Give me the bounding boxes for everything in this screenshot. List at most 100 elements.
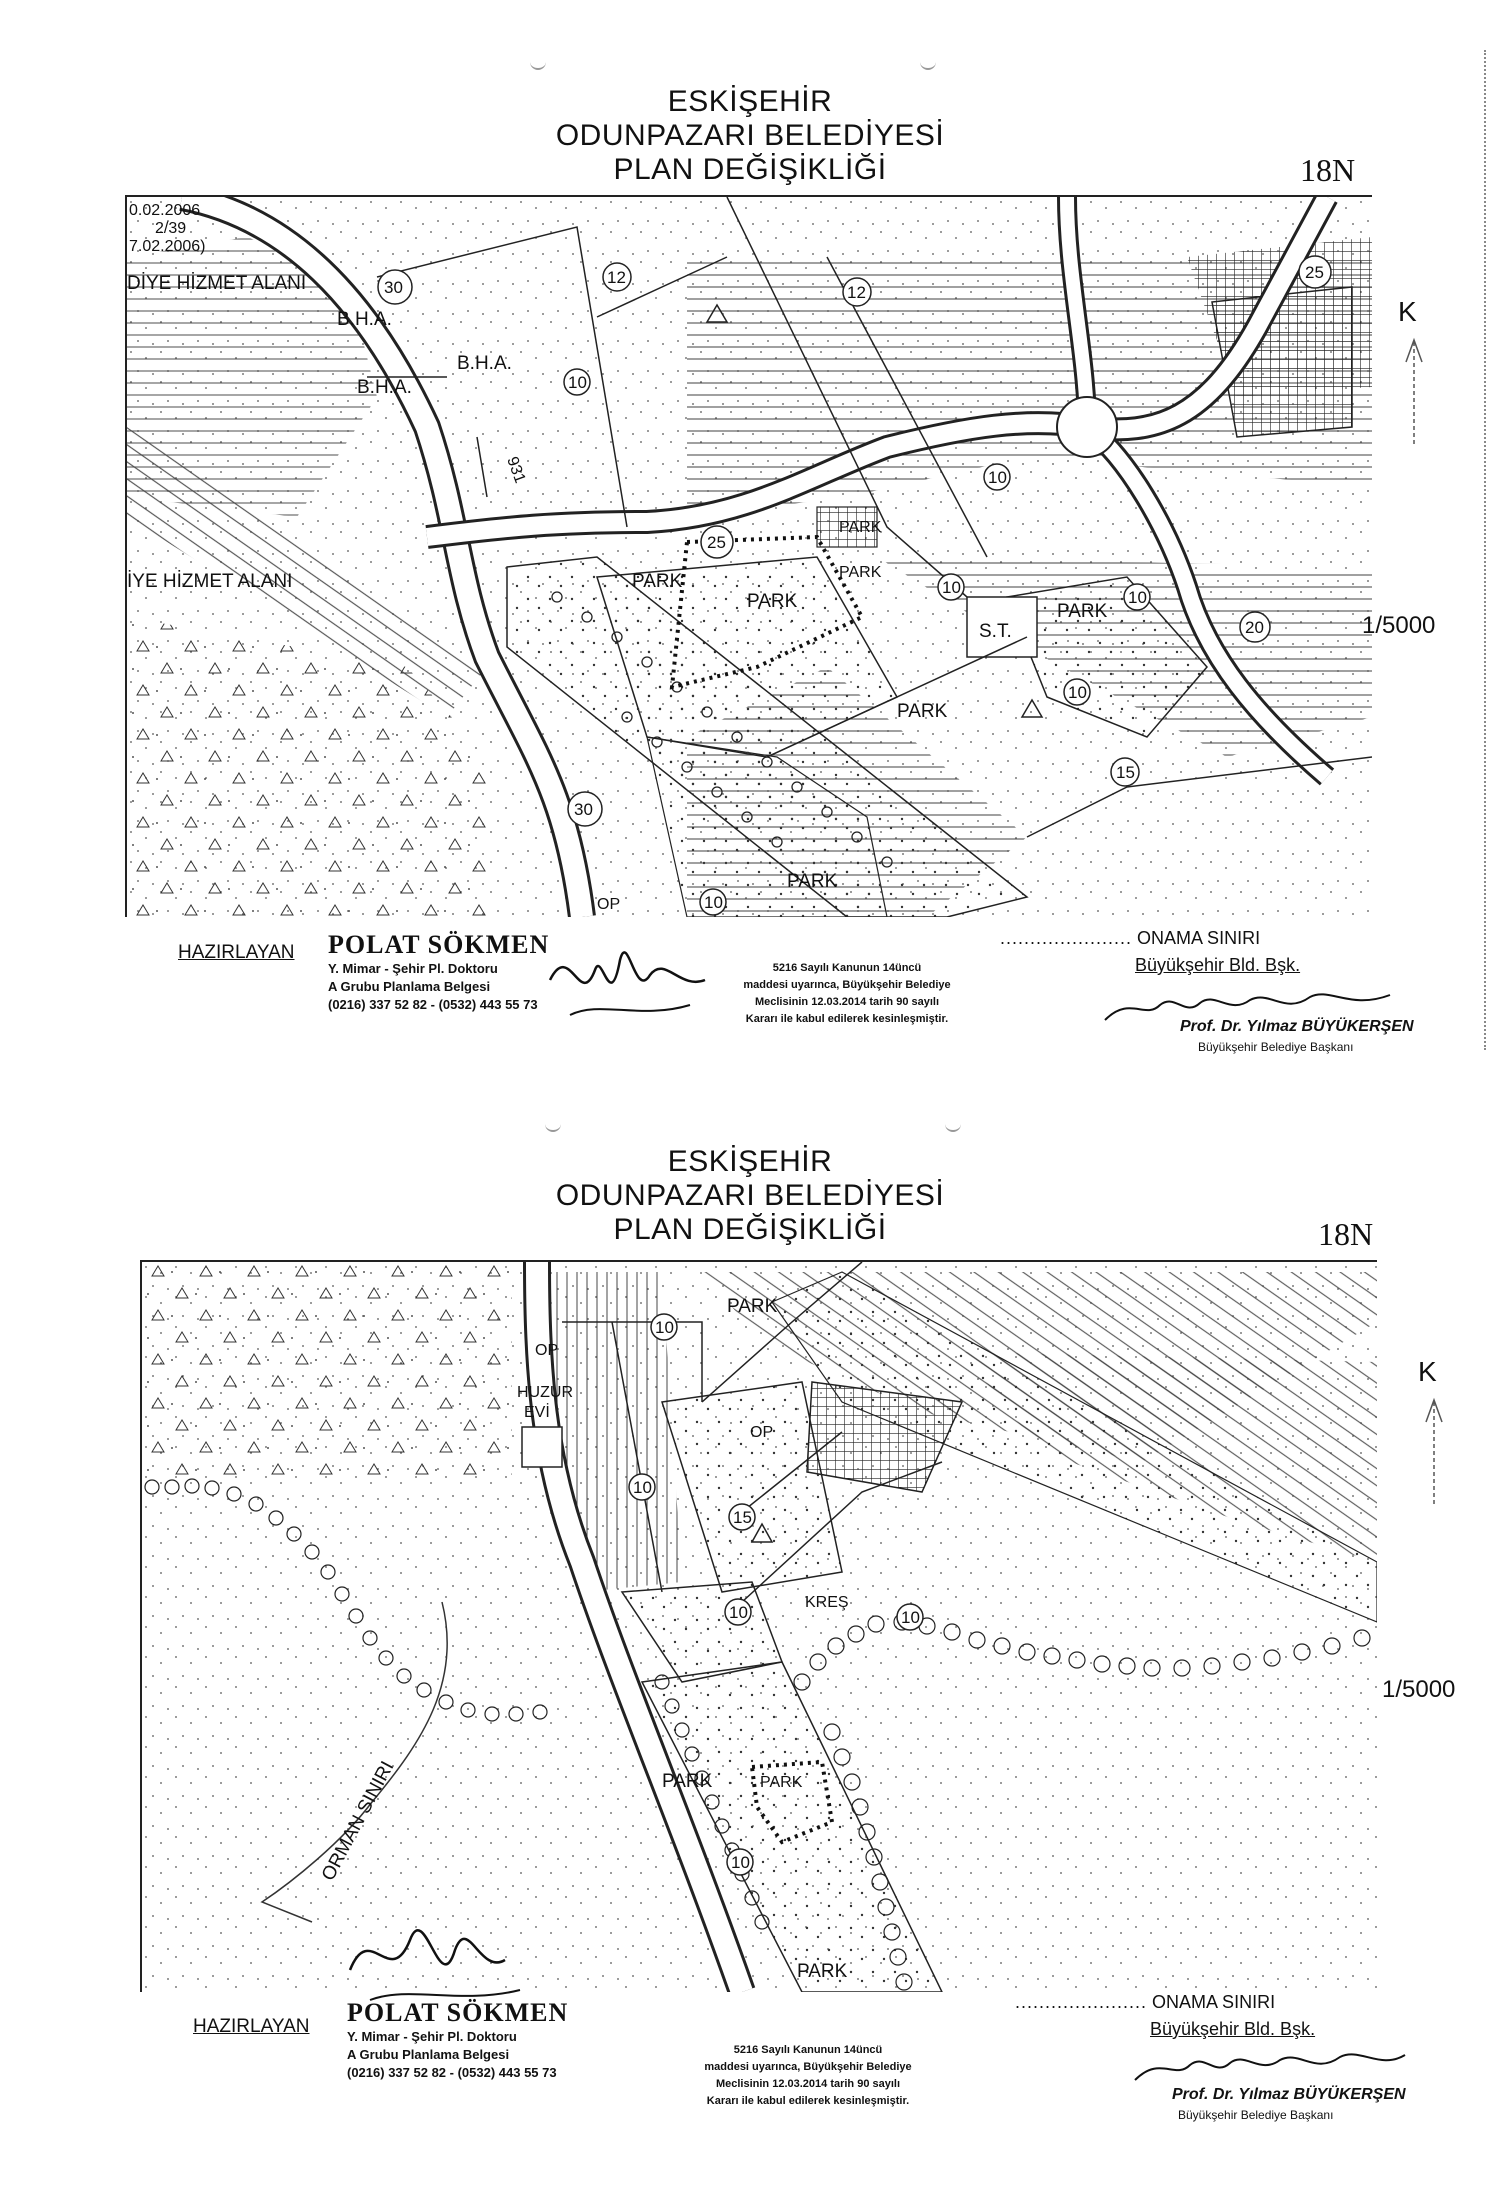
metropolitan-office-label: Büyükşehir Bld. Bşk. — [1150, 2019, 1316, 2039]
park-area — [661, 1381, 843, 1593]
decision-line: 5216 Sayılı Kanunun 14üncü — [772, 962, 922, 974]
punch-hole-mark — [530, 60, 546, 70]
map-note-date: 7.02.2006) — [129, 238, 206, 255]
planner-certificate: A Grubu Planlama Belgesi — [347, 2047, 510, 2062]
map-label-op: OP — [535, 1342, 558, 1359]
map-label-kres: KREŞ — [805, 1594, 849, 1611]
road-width-10: 10 — [731, 1853, 750, 1872]
road-width-20: 20 — [1245, 618, 1264, 637]
north-arrow-icon — [1405, 337, 1423, 444]
approval-boundary-dots: ...................... — [1000, 928, 1133, 948]
zoning-map-drawing: 0.02.2006 2/39 7.02.2006) DİYE HİZMET AL… — [127, 197, 1372, 917]
mayor-name: Prof. Dr. Yılmaz BÜYÜKERŞEN — [1180, 1018, 1414, 1035]
mayor-role: Büyükşehir Belediye Başkanı — [1198, 1040, 1354, 1054]
map-label-park: PARK — [839, 519, 882, 536]
plan-change-boundary — [669, 534, 865, 690]
planner-title: Y. Mimar - Şehir Pl. Doktoru — [328, 961, 498, 976]
title-plan-change: PLAN DEĞİŞİKLİĞİ — [613, 153, 887, 186]
punch-hole-mark — [545, 1122, 561, 1132]
road-width-30: 30 — [574, 800, 593, 819]
map-label-bha: B.H.A. — [457, 353, 512, 374]
map-scale: 1/5000 — [1362, 612, 1436, 639]
map-label-park: PARK — [662, 1771, 713, 1792]
zoning-map: PARK PARK PARK PARK OP OP HUZUR EVİ KREŞ… — [140, 1260, 1377, 1992]
planner-signature — [548, 951, 706, 1016]
mayor-signature — [1134, 2053, 1406, 2081]
planner-stamp: POLAT SÖKMEN Y. Mimar - Şehir Pl. Doktor… — [347, 1998, 587, 2082]
planner-title: Y. Mimar - Şehir Pl. Doktoru — [347, 2029, 517, 2044]
mayor-name: Prof. Dr. Yılmaz BÜYÜKERŞEN — [1172, 2086, 1406, 2103]
planner-certificate: A Grubu Planlama Belgesi — [328, 979, 491, 994]
road-width-25: 25 — [707, 533, 726, 552]
plan-sheet-2: ESKİŞEHİR ODUNPAZARI BELEDİYESİ PLAN DEĞ… — [0, 1120, 1500, 2210]
council-decision-stamp: 5216 Sayılı Kanunun 14üncü maddesi uyarı… — [722, 960, 972, 1028]
road-width-30: 30 — [384, 278, 403, 297]
approval-boundary-label: ONAMA SINIRI — [1137, 928, 1261, 948]
road-width-10: 10 — [1068, 683, 1087, 702]
punch-hole-mark — [920, 60, 936, 70]
mayor-role: Büyükşehir Belediye Başkanı — [1178, 2108, 1334, 2122]
road-width-10: 10 — [655, 1318, 674, 1337]
north-label: K — [1418, 1356, 1437, 1387]
roundabout — [1056, 396, 1118, 458]
map-label-huzur: HUZUR — [517, 1384, 573, 1401]
title-city: ESKİŞEHİR — [667, 85, 833, 118]
road-width-15: 15 — [733, 1508, 752, 1527]
st-parcel — [966, 596, 1038, 658]
park-area — [640, 1661, 943, 1992]
planner-stamp: POLAT SÖKMEN Y. Mimar - Şehir Pl. Doktor… — [328, 930, 568, 1014]
huzur-evi-parcel — [521, 1426, 563, 1468]
map-scale: 1/5000 — [1382, 1676, 1456, 1703]
map-note-decision: 2/39 — [155, 220, 186, 237]
rail-corridor — [771, 1271, 1377, 1623]
north-label: K — [1398, 296, 1417, 327]
decision-line: Meclisinin 12.03.2014 tarih 90 sayılı — [754, 996, 940, 1008]
punch-hole-mark — [945, 1122, 961, 1132]
rail-corridor — [506, 556, 1029, 917]
map-label-bha: B.H.A. — [357, 377, 412, 398]
planner-name: POLAT SÖKMEN — [328, 930, 550, 959]
map-label-park: PARK — [839, 564, 882, 581]
plan-sheet-1: ESKİŞEHİR ODUNPAZARI BELEDİYESİ PLAN DEĞ… — [0, 0, 1500, 1090]
plan-change-boundary — [749, 1759, 835, 1845]
map-label-park: PARK — [727, 1296, 778, 1317]
map-label-park: PARK — [1057, 601, 1108, 622]
park-area — [1005, 576, 1208, 738]
map-label-evi: EVİ — [524, 1402, 550, 1421]
map-label-park: PARK — [747, 591, 798, 612]
decision-line: maddesi uyarınca, Büyükşehir Belediye — [743, 979, 951, 991]
road-width-10: 10 — [633, 1478, 652, 1497]
road-width-10: 10 — [729, 1603, 748, 1622]
scan-margin-marks — [1484, 50, 1490, 1050]
mayor-signature — [1104, 993, 1391, 1021]
metropolitan-office-label: Büyükşehir Bld. Bşk. — [1135, 955, 1301, 975]
map-label-bha: B.H.A. — [337, 309, 392, 330]
map-note-date: 0.02.2006 — [129, 202, 200, 219]
planner-name: POLAT SÖKMEN — [347, 1998, 569, 2027]
map-label-service-area: DİYE HİZMET ALANI — [127, 273, 306, 294]
map-label-park: PARK — [797, 1961, 848, 1982]
sheet-number: 18N — [1318, 1216, 1374, 1252]
planner-phone: (0216) 337 52 82 - (0532) 443 55 73 — [328, 997, 538, 1012]
map-label-park: PARK — [897, 701, 948, 722]
zoning-map-drawing: PARK PARK PARK PARK OP OP HUZUR EVİ KREŞ… — [142, 1262, 1377, 1992]
forest-area — [142, 1262, 512, 1482]
prepared-by-label: HAZIRLAYAN — [193, 2016, 310, 2037]
map-label-park: PARK — [787, 871, 838, 892]
planner-phone: (0216) 337 52 82 - (0532) 443 55 73 — [347, 2065, 557, 2080]
power-line-corridor — [127, 427, 487, 717]
map-label-park: PARK — [632, 571, 683, 592]
road-width-10: 10 — [942, 578, 961, 597]
road-width-12: 12 — [607, 268, 626, 287]
road-width-10: 10 — [988, 468, 1007, 487]
map-label-op: OP — [597, 896, 620, 913]
road-width-12: 12 — [847, 283, 866, 302]
forest-area — [127, 617, 487, 917]
road-width-10: 10 — [568, 373, 587, 392]
forest-boundary-trees — [144, 1478, 1371, 1991]
road-width-10: 10 — [901, 1608, 920, 1627]
road-width-25: 25 — [1305, 263, 1324, 282]
decision-line: Meclisinin 12.03.2014 tarih 90 sayılı — [715, 2078, 901, 2090]
council-decision-stamp: 5216 Sayılı Kanunun 14üncü maddesi uyarı… — [683, 2042, 933, 2110]
decision-line: maddesi uyarınca, Büyükşehir Belediye — [704, 2061, 912, 2073]
